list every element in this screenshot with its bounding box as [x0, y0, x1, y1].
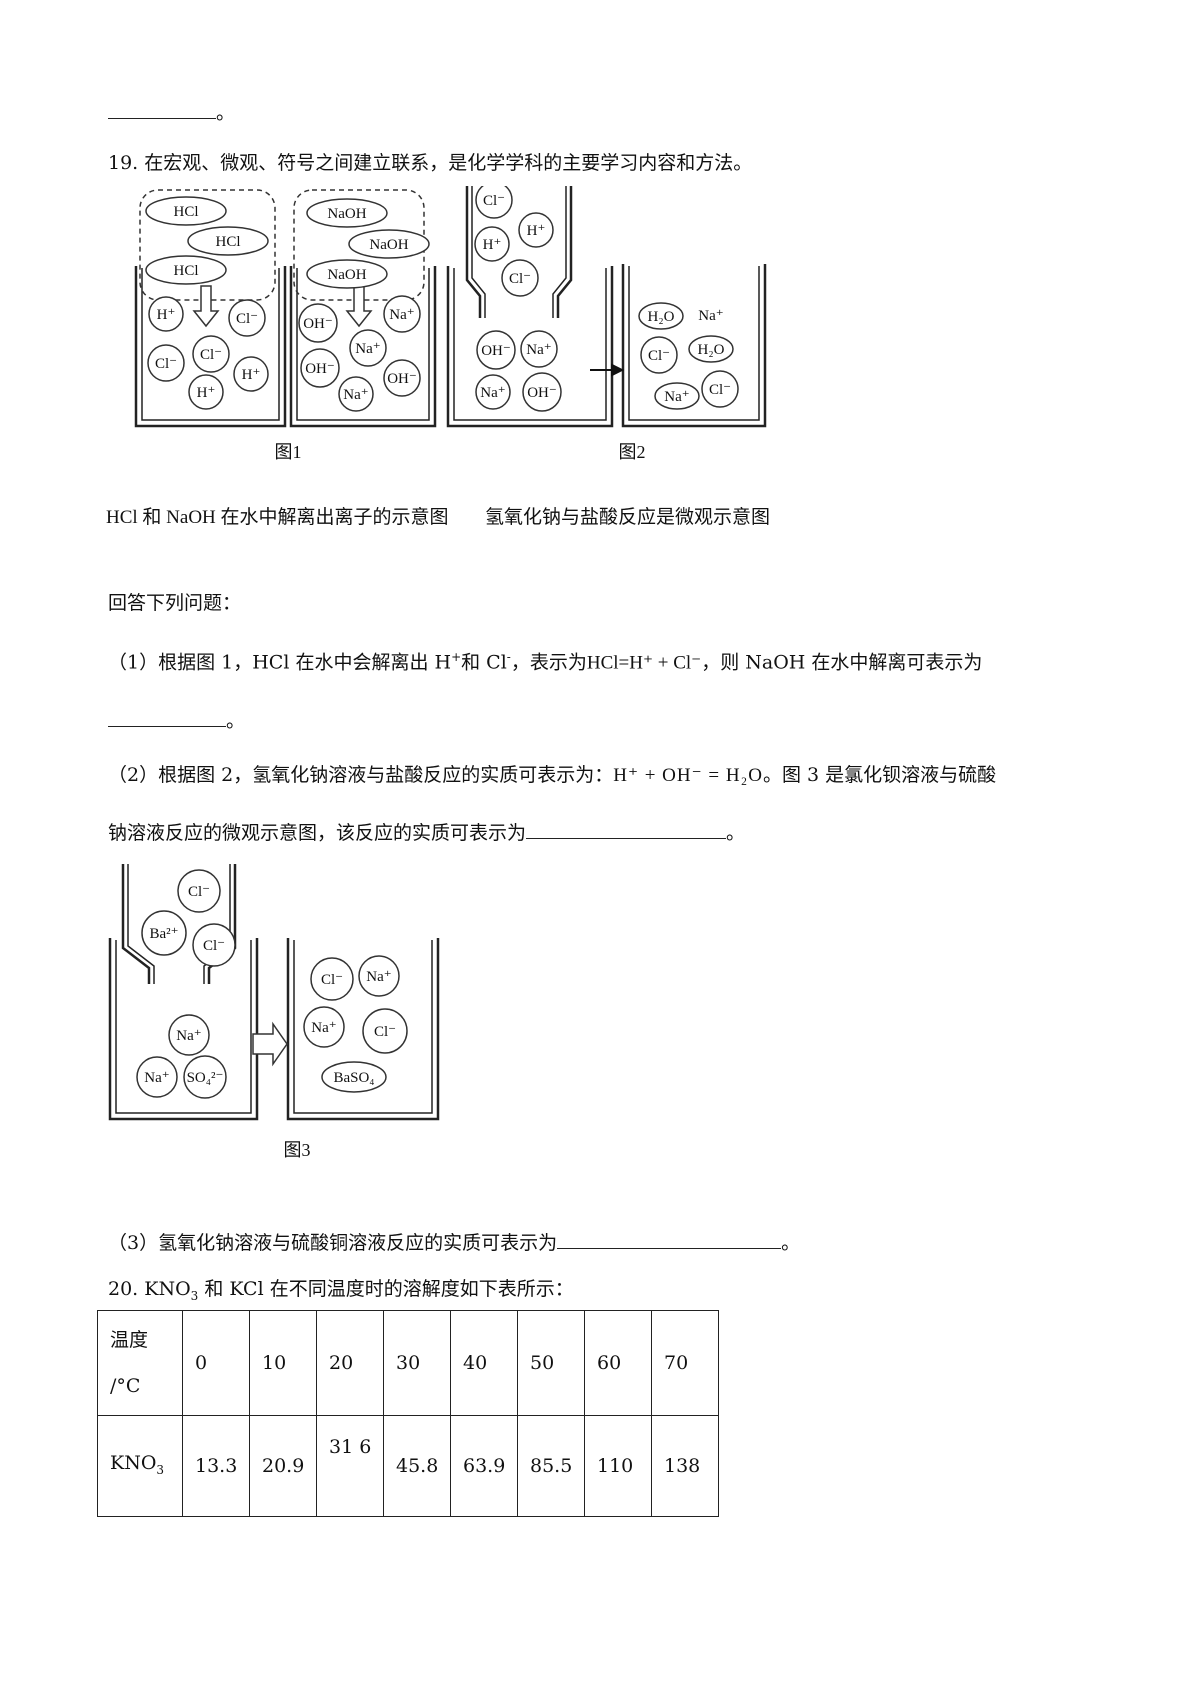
ion-cl-minus: Cl⁻	[509, 271, 531, 287]
answer-blank[interactable]	[108, 100, 216, 119]
table-cell: 110	[584, 1415, 652, 1517]
ion-na-plus: Na⁺	[389, 307, 414, 323]
table-cell: 13.3	[182, 1415, 250, 1517]
molecule-hcl: HCl	[173, 263, 198, 279]
equation-neutralization: H⁺ + OH⁻ = H₂O	[613, 765, 763, 786]
question-20-title: 20. KNO3 和 KCl 在不同温度时的溶解度如下表所示：	[108, 1278, 574, 1303]
ion-cl-minus: Cl⁻	[200, 347, 222, 363]
figure-2-caption: 氢氧化钠与盐酸反应是微观示意图	[485, 506, 770, 528]
figure-3-diagram: Cl⁻ Ba²⁺ Cl⁻ Na⁺ Na⁺ SO₄²⁻ Cl⁻ Na⁺ Na⁺ C…	[108, 864, 440, 1160]
table-cell: 85.5	[517, 1415, 585, 1517]
ion-oh-minus: OH⁻	[305, 361, 335, 377]
table-header-cell: 温度/°C	[97, 1310, 183, 1416]
molecule-naoh: NaOH	[327, 206, 366, 222]
table-cell: 40	[450, 1310, 518, 1416]
part-1: （1）根据图 1，HCl 在水中会解离出 H+和 Cl-，表示为HCl=H⁺ +…	[108, 650, 983, 674]
equation-hcl: HCl=H⁺ + Cl⁻	[586, 652, 702, 674]
ion-na-plus: Na⁺	[480, 385, 505, 401]
ion-cl-minus: Cl⁻	[155, 356, 177, 372]
ion-cl-minus: Cl⁻	[483, 193, 505, 209]
ion-h-plus: H⁺	[527, 223, 546, 239]
figure-1-label: 图1	[275, 442, 302, 462]
table-cell: 45.8	[383, 1415, 451, 1517]
ion-cl-minus: Cl⁻	[236, 311, 258, 327]
molecule-hcl: HCl	[215, 234, 240, 250]
table-cell: 30	[383, 1310, 451, 1416]
table-header-cell: KNO3	[97, 1415, 183, 1517]
ion-na-plus: Na⁺	[311, 1020, 336, 1036]
top-answer-line: 。	[108, 100, 235, 125]
ion-h-plus: H⁺	[242, 367, 261, 383]
molecule-naoh: NaOH	[369, 237, 408, 253]
table-cell: 70	[651, 1310, 719, 1416]
ion-na-plus: Na⁺	[355, 341, 380, 357]
table-cell: 138	[651, 1415, 719, 1517]
ion-na-plus: Na⁺	[176, 1028, 201, 1044]
ion-cl-minus: Cl⁻	[709, 382, 731, 398]
ion-na-plus: Na⁺	[343, 387, 368, 403]
ion-cl-minus: Cl⁻	[188, 884, 210, 900]
table-cell: 63.9	[450, 1415, 518, 1517]
figure-3-label: 图3	[284, 1140, 311, 1160]
answer-blank[interactable]	[557, 1230, 782, 1249]
table-cell: 20	[316, 1310, 384, 1416]
question-19-title: 19. 在宏观、微观、符号之间建立联系，是化学学科的主要学习内容和方法。	[108, 152, 753, 174]
ion-cl-minus: Cl⁻	[374, 1024, 396, 1040]
answer-blank[interactable]	[108, 708, 226, 727]
table-row: 温度/°C 0 10 20 30 40 50 60 70	[97, 1310, 719, 1416]
ion-h-plus: H⁺	[483, 237, 502, 253]
ion-oh-minus: OH⁻	[303, 316, 333, 332]
part-2: （2）根据图 2，氢氧化钠溶液与盐酸反应的实质可表示为：H⁺ + OH⁻ = H…	[108, 764, 997, 786]
figure-1-caption: HCl 和 NaOH 在水中解离出离子的示意图	[106, 506, 449, 528]
ion-cl-minus: Cl⁻	[648, 348, 670, 364]
answer-prompt: 回答下列问题：	[108, 592, 242, 614]
molecule-baso4: BaSO₄	[333, 1070, 374, 1086]
ion-h-plus: H⁺	[197, 385, 216, 401]
figure-1-2-diagram: HCl HCl HCl NaOH NaOH NaOH H⁺ Cl⁻ Cl⁻ Cl…	[106, 186, 770, 528]
solubility-table: 温度/°C 0 10 20 30 40 50 60 70 KNO3 13.3 2…	[97, 1310, 719, 1517]
ion-cl-minus: Cl⁻	[203, 938, 225, 954]
ion-na-plus: Na⁺	[366, 969, 391, 985]
table-cell: 10	[249, 1310, 317, 1416]
ion-cl-minus: Cl⁻	[321, 972, 343, 988]
answer-blank[interactable]	[526, 820, 727, 839]
ion-na-plus: Na⁺	[526, 342, 551, 358]
part-3: （3）氢氧化钠溶液与硫酸铜溶液反应的实质可表示为。	[108, 1230, 801, 1254]
ion-na-plus: Na⁺	[144, 1070, 169, 1086]
part-2-continued: 钠溶液反应的微观示意图，该反应的实质可表示为。	[108, 820, 746, 844]
table-cell: 50	[517, 1310, 585, 1416]
molecule-hcl: HCl	[173, 204, 198, 220]
figure-2-label: 图2	[619, 442, 646, 462]
table-cell: 20.9	[249, 1415, 317, 1517]
ion-na-plus: Na⁺	[698, 308, 723, 324]
table-row: KNO3 13.3 20.9 31 6 45.8 63.9 85.5 110 1…	[97, 1415, 719, 1517]
ion-so4-2minus: SO₄²⁻	[187, 1070, 224, 1086]
ion-oh-minus: OH⁻	[481, 343, 511, 359]
ion-na-plus: Na⁺	[664, 389, 689, 405]
table-cell: 60	[584, 1310, 652, 1416]
ion-ba-2plus: Ba²⁺	[149, 926, 178, 942]
part-1-answer-line: 。	[108, 708, 245, 733]
molecule-h2o: H₂O	[698, 342, 725, 358]
ion-h-plus: H⁺	[157, 307, 176, 323]
ion-oh-minus: OH⁻	[527, 385, 557, 401]
table-cell: 31 6	[316, 1415, 384, 1517]
table-cell: 0	[182, 1310, 250, 1416]
molecule-naoh: NaOH	[327, 267, 366, 283]
molecule-h2o: H₂O	[648, 309, 675, 325]
ion-oh-minus: OH⁻	[387, 371, 417, 387]
